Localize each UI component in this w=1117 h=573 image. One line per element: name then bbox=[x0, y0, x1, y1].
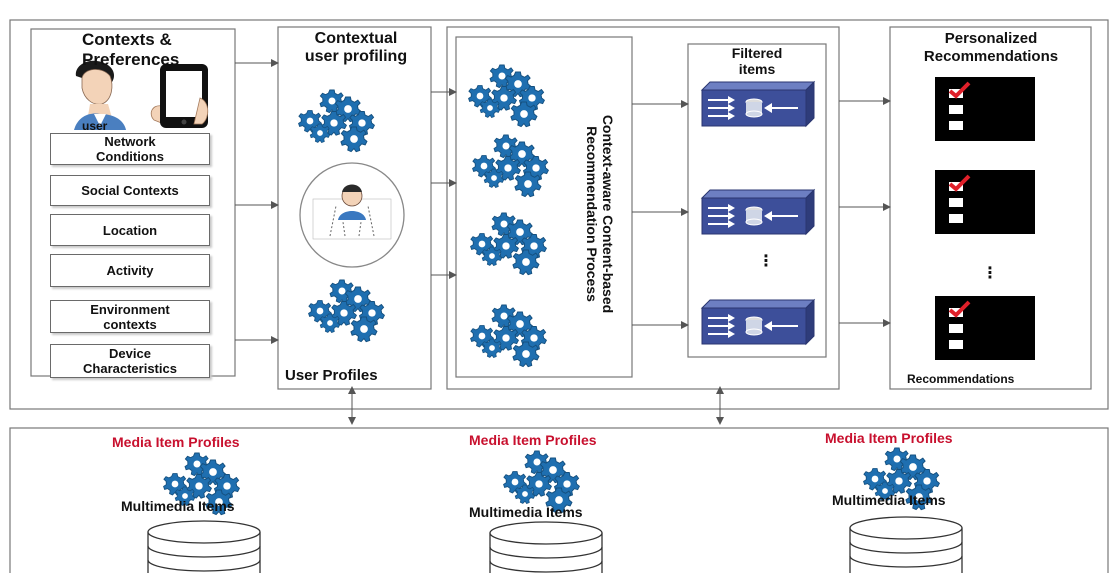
user-profiles-label: User Profiles bbox=[285, 367, 378, 384]
recommendations-ellipsis: ⋮ bbox=[982, 265, 998, 282]
filtered-item-server-2-icon bbox=[701, 189, 815, 235]
context-location-label: Location bbox=[102, 222, 158, 238]
profiling-title-line1: Contextual bbox=[314, 30, 398, 47]
filtered-item-server-1-icon bbox=[701, 81, 815, 127]
recommendation-list-2-icon bbox=[933, 168, 1037, 236]
media-profiles-label-2: Media Item Profiles bbox=[469, 432, 597, 448]
recommendations-title-line1: Personalized bbox=[944, 30, 1038, 47]
phone-icon bbox=[150, 64, 209, 128]
media-database-2-icon bbox=[489, 521, 603, 573]
multimedia-items-label-3: Multimedia Items bbox=[832, 492, 946, 508]
recommendation-list-1-icon bbox=[933, 75, 1037, 143]
user-label: user bbox=[82, 119, 108, 133]
multimedia-items-label-2: Multimedia Items bbox=[469, 504, 583, 520]
multimedia-items-label-1: Multimedia Items bbox=[121, 498, 235, 514]
recommendation-list-3-icon bbox=[933, 294, 1037, 362]
recommendations-title: Personalized Recommendations bbox=[893, 30, 1089, 66]
context-environment-line1: Environment bbox=[90, 301, 170, 317]
filtered-ellipsis: ⋮ bbox=[758, 253, 774, 270]
bottom-frame bbox=[9, 427, 1109, 573]
process-label: Context-aware Content-based Recommendati… bbox=[584, 91, 616, 337]
media-profiles-label-3: Media Item Profiles bbox=[825, 430, 953, 446]
context-activity: Activity bbox=[50, 254, 210, 287]
filtered-item-server-3-icon bbox=[701, 299, 815, 345]
recommendations-title-line2: Recommendations bbox=[923, 48, 1059, 65]
process-label-line1: Context-aware Content-based bbox=[600, 114, 616, 314]
contexts-title-line1: Contexts & bbox=[82, 30, 172, 49]
context-device-line2: Characteristics bbox=[83, 361, 177, 376]
media-database-1-icon bbox=[147, 520, 261, 573]
context-social-contexts: Social Contexts bbox=[50, 175, 210, 206]
profiling-title-line2: user profiling bbox=[304, 48, 408, 65]
context-location: Location bbox=[50, 214, 210, 246]
context-device-line1: Device bbox=[109, 346, 151, 361]
user-avatar-icon bbox=[74, 60, 126, 130]
filtered-title-line2: items bbox=[738, 61, 776, 77]
context-network-line2: Conditions bbox=[96, 149, 164, 164]
profiling-title: Contextual user profiling bbox=[286, 30, 426, 66]
recommendations-footer: Recommendations bbox=[907, 372, 1015, 386]
user-profile-circle-icon bbox=[299, 162, 405, 268]
process-label-line2: Recommendation Process bbox=[584, 126, 600, 302]
context-activity-label: Activity bbox=[106, 263, 154, 278]
contexts-title-line2: Preferences bbox=[82, 50, 180, 69]
context-network-line1: Network bbox=[104, 134, 156, 149]
filtered-title-line1: Filtered bbox=[731, 45, 783, 61]
context-environment-line2: contexts bbox=[103, 316, 157, 332]
filtered-title: Filtered items bbox=[700, 45, 814, 77]
top-frame bbox=[9, 19, 1109, 410]
media-database-3-icon bbox=[849, 516, 963, 573]
context-social-label: Social Contexts bbox=[81, 183, 179, 198]
media-profiles-label-1: Media Item Profiles bbox=[112, 434, 240, 450]
contexts-title: Contexts & Preferences bbox=[82, 30, 179, 70]
